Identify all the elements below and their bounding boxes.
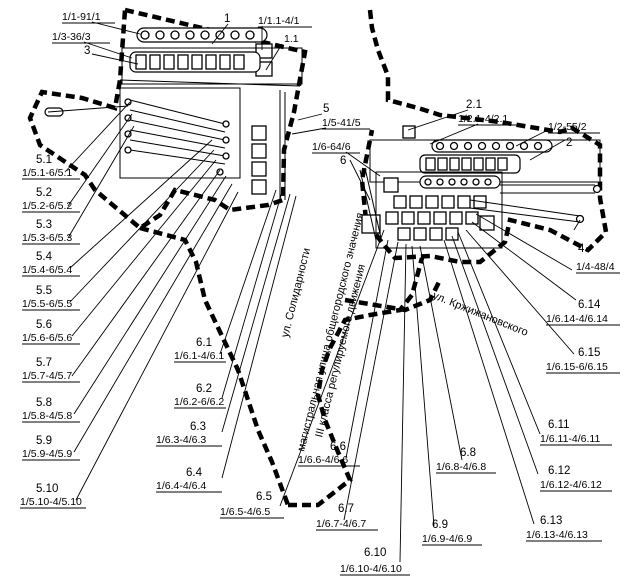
- label-5: 5: [323, 103, 329, 115]
- label-2: 2: [566, 137, 572, 149]
- label-5-6: 5.6: [36, 319, 52, 331]
- labels-left-5: 5.1 1/5.1-6/5.1 5.2 1/5.2-6/5.2 5.3 1/5.…: [20, 154, 86, 509]
- label-3: 3: [84, 45, 90, 57]
- label-6-1: 6.1: [196, 337, 212, 349]
- right-block-cables: [359, 125, 602, 249]
- label-5-1b: 1/5.1-6/5.1: [22, 167, 72, 179]
- cable-group-5: [44, 87, 286, 200]
- label-6-11: 6.11: [548, 419, 570, 431]
- label-1-1: 1.1: [284, 33, 299, 45]
- cable-group-2: [369, 125, 602, 194]
- label-5-8b: 1/5.8-4/5.8: [22, 410, 72, 422]
- label-5-8: 5.8: [36, 397, 52, 409]
- label-6-4: 6.4: [186, 467, 203, 479]
- label-6-10b: 1/6.10-4/6.10: [340, 563, 402, 575]
- label-5-4b: 1/5.4-6/5.4: [22, 264, 72, 276]
- label-1-1-91-1: 1/1-91/1: [62, 11, 101, 23]
- label-6-13b: 1/6.13-4/6.13: [526, 529, 588, 541]
- label-6-6: 6.6: [330, 441, 346, 453]
- label-5-5: 5.5: [36, 285, 52, 297]
- boundary-road-strip-right: [288, 257, 425, 508]
- label-5-2: 5.2: [36, 187, 52, 199]
- road-solidarnosti-class: магистральная улица общегородского значе…: [295, 212, 366, 453]
- label-6-11b: 1/6.11-4/6.11: [540, 433, 600, 445]
- cable-group-4: [359, 167, 382, 241]
- label-5-1: 5.1: [36, 154, 52, 166]
- boundary-road-strip-left: [139, 225, 291, 506]
- label-6-13: 6.13: [540, 515, 562, 527]
- leader-lines: [64, 21, 581, 563]
- label-5-3: 5.3: [36, 219, 52, 231]
- label-5-7b: 1/5.7-4/5.7: [22, 370, 72, 382]
- label-2-1: 2.1: [466, 99, 482, 111]
- label-5-7: 5.7: [36, 357, 52, 369]
- labels-right: 2.1 1/2.1-4/2.1 1/2-55/2 2 1/6-64/6 6 4 …: [312, 99, 620, 542]
- label-6-5b: 1/6.5-4/6.5: [220, 506, 270, 518]
- label-6-8: 6.8: [460, 447, 476, 459]
- label-5-10b: 1/5.10-4/5.10: [20, 496, 82, 508]
- cable-group-6: [361, 171, 585, 249]
- label-6-9b: 1/6.9-4/6.9: [422, 533, 472, 545]
- label-5-2b: 1/5.2-6/5.2: [22, 200, 72, 212]
- label-6-15: 6.15: [578, 347, 600, 359]
- label-5-9b: 1/5.9-4/5.9: [22, 448, 72, 460]
- label-5-6b: 1/5.6-6/5.6: [22, 332, 72, 344]
- label-1-4-48-4: 1/4-48/4: [576, 261, 615, 273]
- label-6-3: 6.3: [190, 421, 206, 433]
- label-5-10: 5.10: [36, 483, 58, 495]
- label-6-15b: 1/6.15-6/6.15: [546, 361, 608, 373]
- labels-left-top: 1/1-91/1 1 1/1.1-4/1 1.1 1/3-36/3 3 5 1/…: [52, 11, 370, 130]
- label-6-7b: 1/6.7-4/6.7: [316, 518, 366, 530]
- label-6-3b: 1/6.3-4/6.3: [156, 434, 206, 446]
- label-1-2-55-2: 1/2-55/2: [548, 121, 587, 133]
- label-2-1b: 1/2.1-4/2.1: [458, 113, 508, 125]
- road-solidarnosti: ул. Солидарности: [279, 247, 313, 339]
- label-6-6b: 1/6.6-4/6.6: [298, 454, 348, 466]
- label-6: 6: [340, 155, 346, 167]
- label-6-9: 6.9: [432, 519, 448, 531]
- label-5-4: 5.4: [36, 251, 53, 263]
- label-6-14b: 1/6.14-4/6.14: [546, 313, 608, 325]
- label-6-1b: 1/6.1-4/6.1: [174, 350, 224, 362]
- label-4: 4: [578, 243, 585, 255]
- label-6-10: 6.10: [364, 547, 386, 559]
- label-6-7: 6.7: [338, 503, 354, 515]
- road-krzhizhanovskogo: ул. Кржижановского: [431, 290, 530, 339]
- label-6-4b: 1/6.4-4/6.4: [156, 480, 206, 492]
- label-1-3-36-3: 1/3-36/3: [52, 31, 91, 43]
- label-1-1-1-4-1: 1/1.1-4/1: [258, 15, 300, 27]
- label-6-5: 6.5: [256, 491, 272, 503]
- label-6-14: 6.14: [578, 299, 601, 311]
- label-1-5-41-5: 1/5-41/5: [322, 117, 361, 129]
- labels-6-left: 6.1 1/6.1-4/6.1 6.2 1/6.2-6/6.2 6.3 1/6.…: [156, 337, 496, 576]
- label-6-12: 6.12: [548, 465, 570, 477]
- label-5-5b: 1/5.5-6/5.5: [22, 298, 72, 310]
- label-6-8b: 1/6.8-4/6.8: [436, 461, 486, 473]
- label-6-12b: 1/6.12-4/6.12: [540, 479, 602, 491]
- label-1-6-64-6: 1/6-64/6: [312, 141, 351, 153]
- label-5-9: 5.9: [36, 435, 52, 447]
- label-6-2: 6.2: [196, 383, 212, 395]
- label-1: 1: [224, 13, 230, 25]
- label-6-2b: 1/6.2-6/6.2: [174, 396, 224, 408]
- label-5-3b: 1/5.3-6/5.3: [22, 232, 72, 244]
- cable-group-3: [119, 47, 303, 87]
